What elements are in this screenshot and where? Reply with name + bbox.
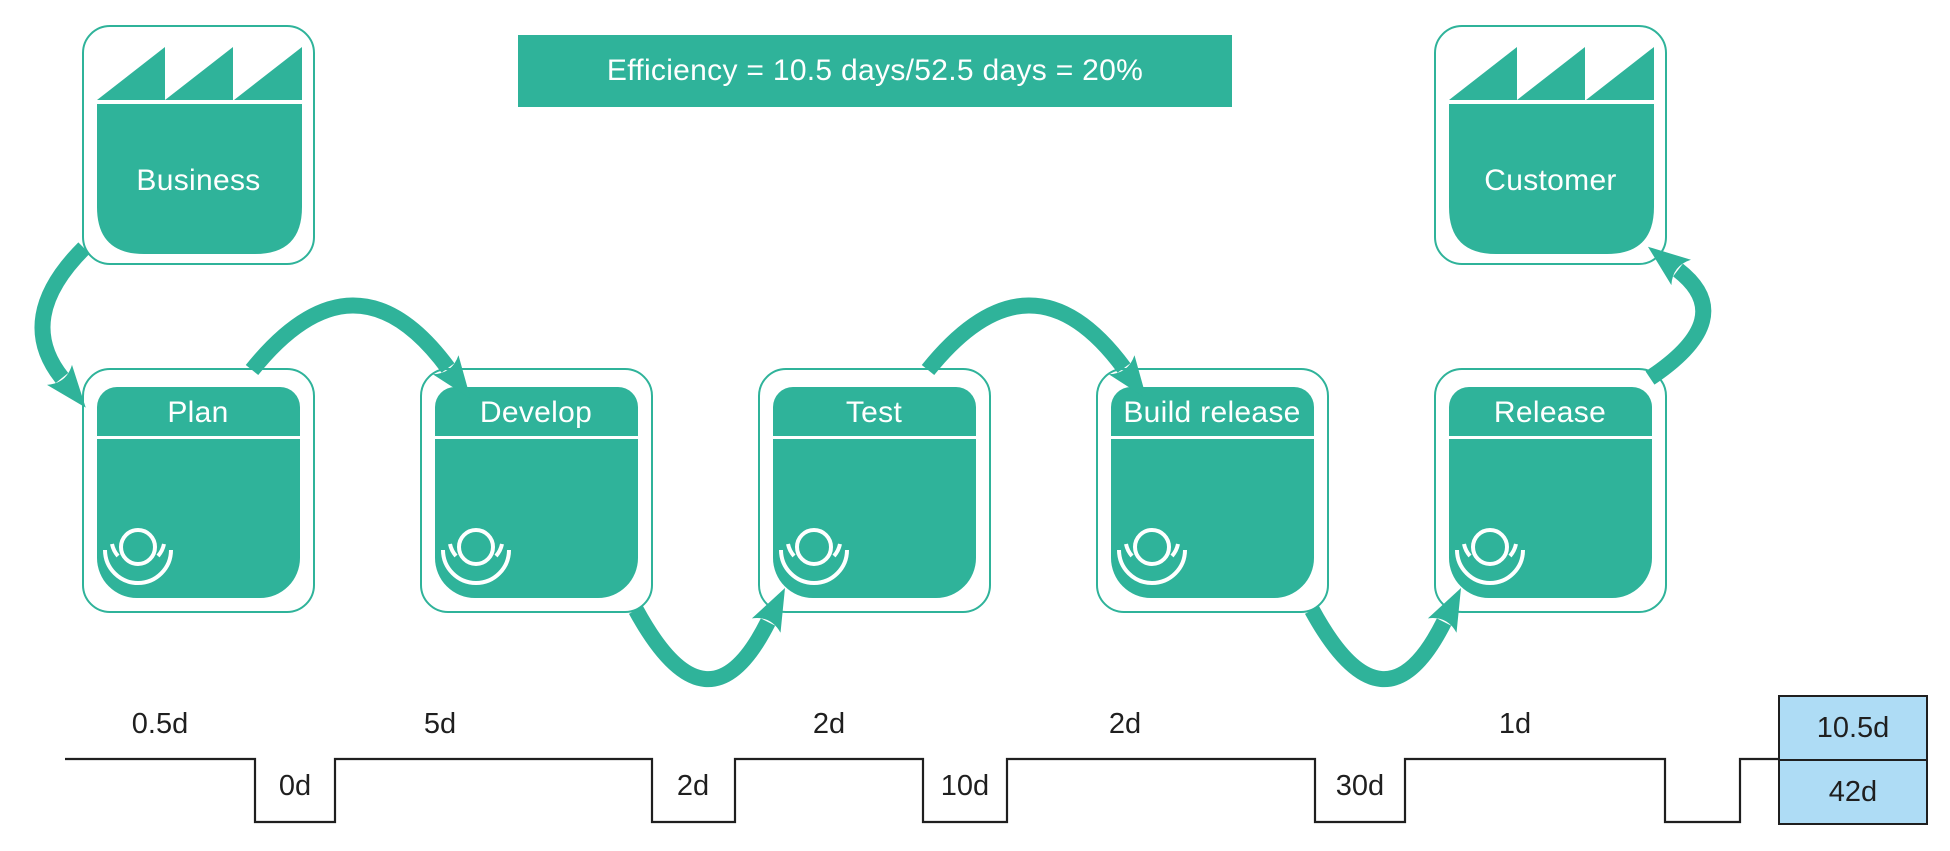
wait-time-label: 30d — [1335, 770, 1385, 802]
process-title: Build release — [1110, 387, 1314, 439]
arrow-develop-to-test — [628, 588, 786, 687]
customer-label: Customer — [1484, 164, 1617, 197]
operator-icon — [778, 527, 849, 585]
total-process-time: 10.5d — [1780, 697, 1926, 761]
total-lead-time: 42d — [1828, 775, 1878, 808]
process-time-label: 1d — [1498, 708, 1532, 740]
process-box-build-release: Build release — [1096, 368, 1329, 613]
efficiency-text: Efficiency = 10.5 days/52.5 days = 20% — [606, 54, 1144, 87]
arrow-business-to-plan — [34, 242, 90, 408]
process-time-label: 5d — [423, 708, 457, 740]
process-time-label: 2d — [812, 708, 846, 740]
process-time-label: 0.5d — [131, 708, 189, 740]
process-box-release: Release — [1434, 368, 1667, 613]
process-card: Build release — [1110, 386, 1314, 598]
process-card: Plan — [96, 386, 300, 598]
process-box-test: Test — [758, 368, 991, 613]
totals-box: 10.5d 42d — [1778, 695, 1928, 825]
process-title: Test — [772, 387, 976, 439]
factory-icon — [97, 47, 302, 254]
timeline-line — [65, 757, 1778, 824]
process-title: Plan — [96, 387, 300, 439]
process-title: Release — [1448, 387, 1652, 439]
process-box-plan: Plan — [82, 368, 315, 613]
process-card: Develop — [434, 386, 638, 598]
process-card: Test — [772, 386, 976, 598]
efficiency-banner: Efficiency = 10.5 days/52.5 days = 20% — [518, 35, 1232, 107]
operator-icon — [1454, 527, 1525, 585]
customer-box: Customer — [1434, 25, 1667, 265]
wait-time-label: 10d — [940, 770, 990, 802]
process-time-label: 2d — [1108, 708, 1142, 740]
process-title: Develop — [434, 387, 638, 439]
arrow-plan-to-develop — [245, 297, 471, 399]
operator-icon — [102, 527, 173, 585]
operator-icon — [1116, 527, 1187, 585]
arrow-build-to-release — [1304, 588, 1462, 687]
arrow-test-to-build — [921, 297, 1147, 399]
business-box: Business — [82, 25, 315, 265]
process-box-develop: Develop — [420, 368, 653, 613]
arrow-release-to-customer — [1645, 246, 1712, 385]
factory-icon — [1449, 47, 1654, 254]
process-card: Release — [1448, 386, 1652, 598]
wait-time-label: 0d — [278, 770, 312, 802]
business-label: Business — [136, 164, 261, 197]
operator-icon — [440, 527, 511, 585]
wait-time-label: 2d — [676, 770, 710, 802]
